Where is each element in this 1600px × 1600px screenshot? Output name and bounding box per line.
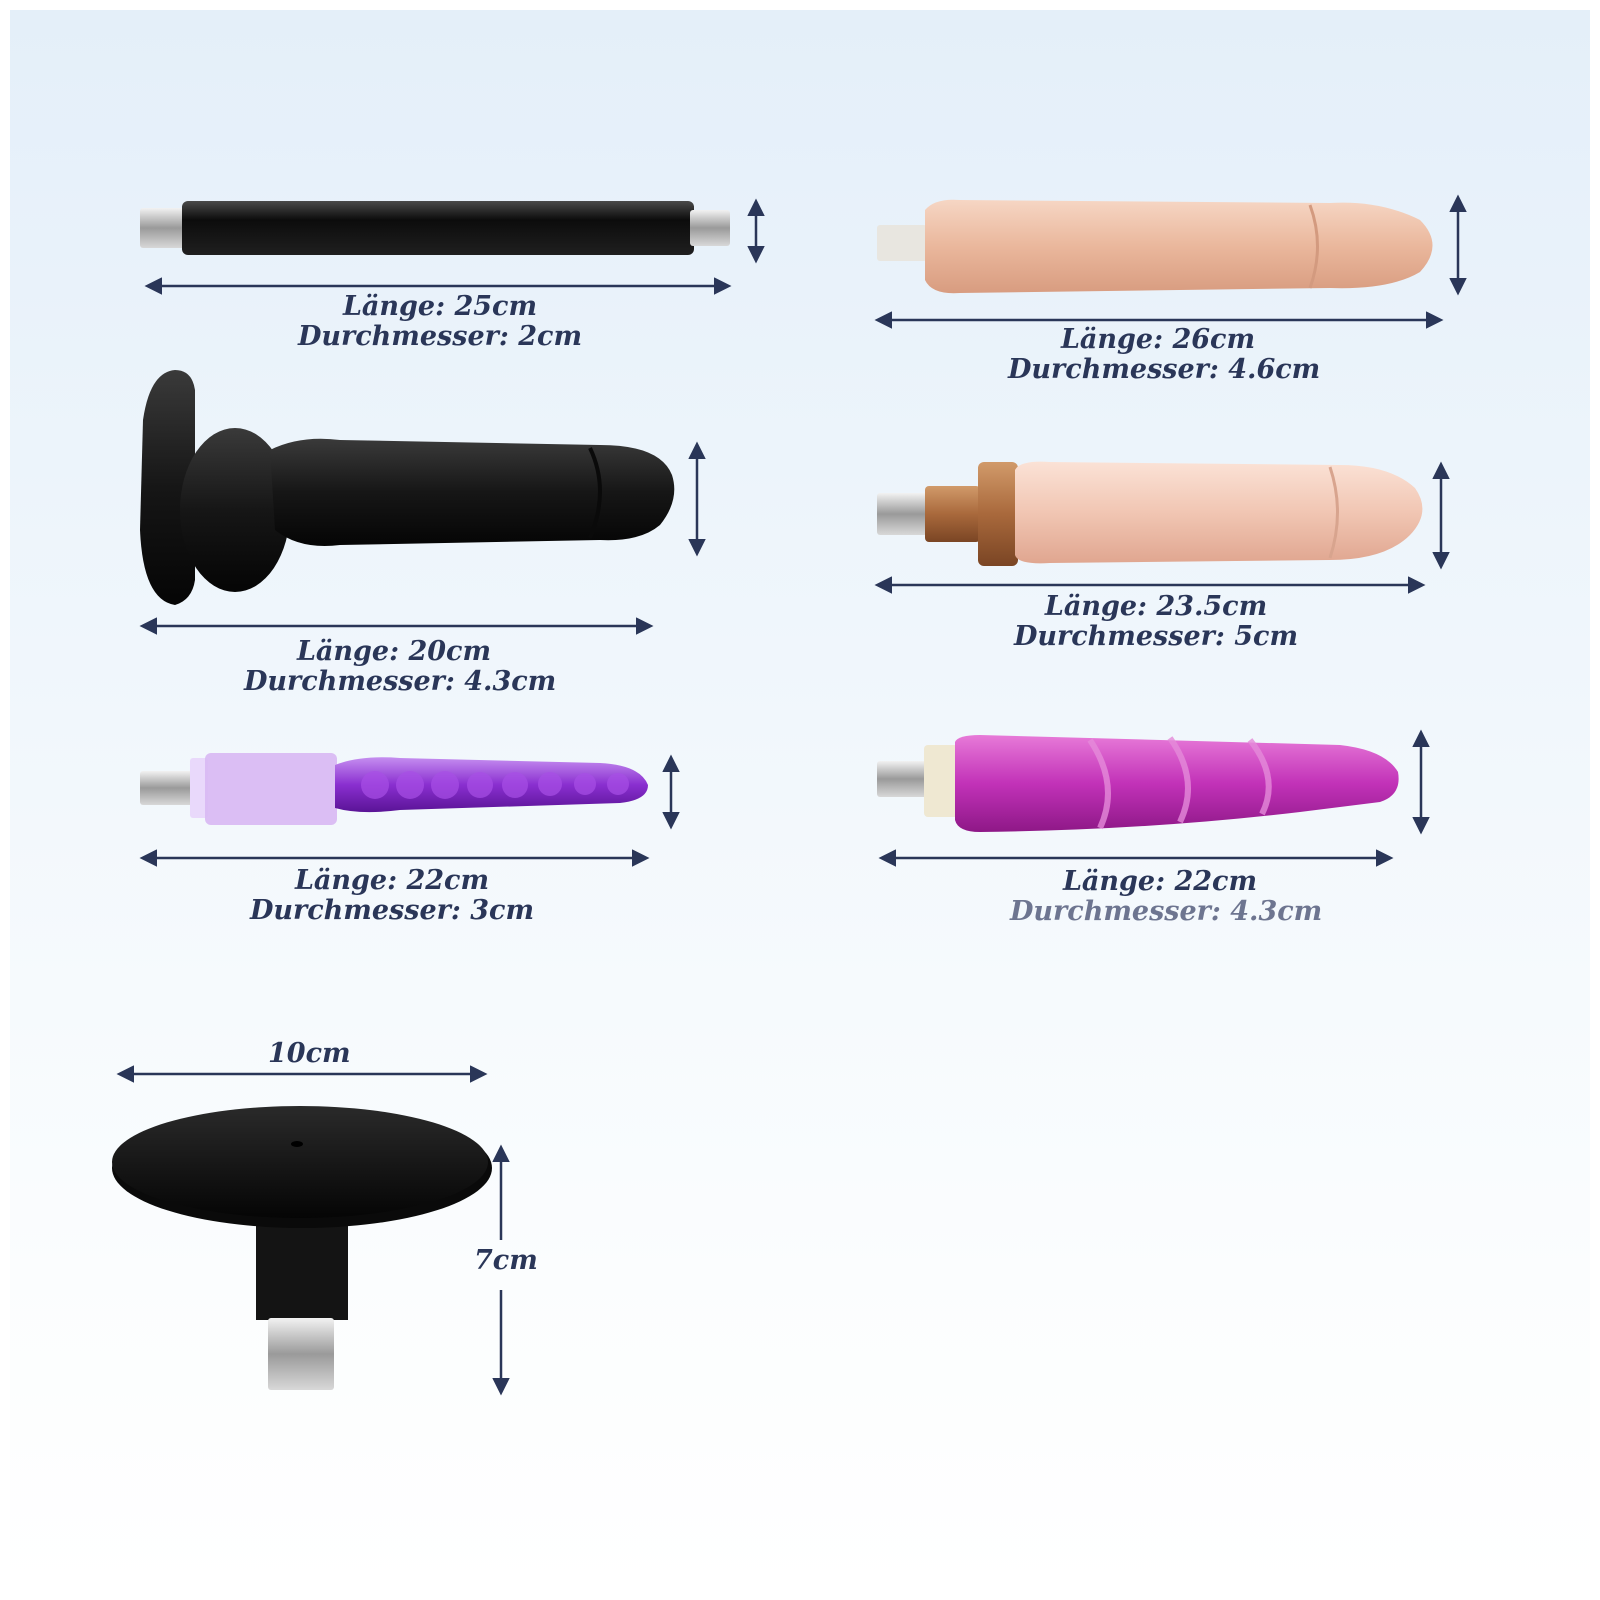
item-5-diameter: Durchmesser: 3cm xyxy=(249,895,535,926)
item-4-diameter: Durchmesser: 5cm xyxy=(1013,621,1299,652)
flesh-attachment-26cm xyxy=(877,199,1433,294)
magenta-spiral-attachment xyxy=(877,735,1399,832)
item-6-label: Länge: 22cm Durchmesser: 4.3cm xyxy=(1010,866,1323,927)
purple-beaded-attachment xyxy=(140,753,648,825)
item-6-length: Länge: 22cm xyxy=(1062,866,1258,897)
item-6-diameter: Durchmesser: 4.3cm xyxy=(1010,896,1323,927)
mount-plate xyxy=(112,1106,492,1390)
black-attachment-suction xyxy=(140,370,675,605)
item-1-label: Länge: 25cm Durchmesser: 2cm xyxy=(290,292,590,352)
item-1-length: Länge: 25cm xyxy=(342,291,538,322)
item-4-label: Länge: 23.5cm Durchmesser: 5cm xyxy=(1006,592,1306,652)
item-2-length: Länge: 26cm xyxy=(1060,324,1256,355)
item-2-label: Länge: 26cm Durchmesser: 4.6cm xyxy=(1008,324,1321,385)
item-1-diameter: Durchmesser: 2cm xyxy=(297,321,583,352)
item-3-diameter: Durchmesser: 4.3cm xyxy=(244,666,557,697)
item-4-length: Länge: 23.5cm xyxy=(1044,591,1268,622)
item-3-length: Länge: 20cm xyxy=(296,636,492,667)
item-3-label: Länge: 20cm Durchmesser: 4.3cm xyxy=(244,636,557,697)
mount-height-label: 7cm xyxy=(474,1245,538,1276)
item-2-diameter: Durchmesser: 4.6cm xyxy=(1008,354,1321,385)
flesh-attachment-23cm xyxy=(877,461,1423,566)
item-5-length: Länge: 22cm xyxy=(294,865,490,896)
mount-width-label: 10cm xyxy=(268,1038,351,1069)
item-5-label: Länge: 22cm Durchmesser: 3cm xyxy=(242,866,542,926)
extension-rod xyxy=(140,201,730,255)
